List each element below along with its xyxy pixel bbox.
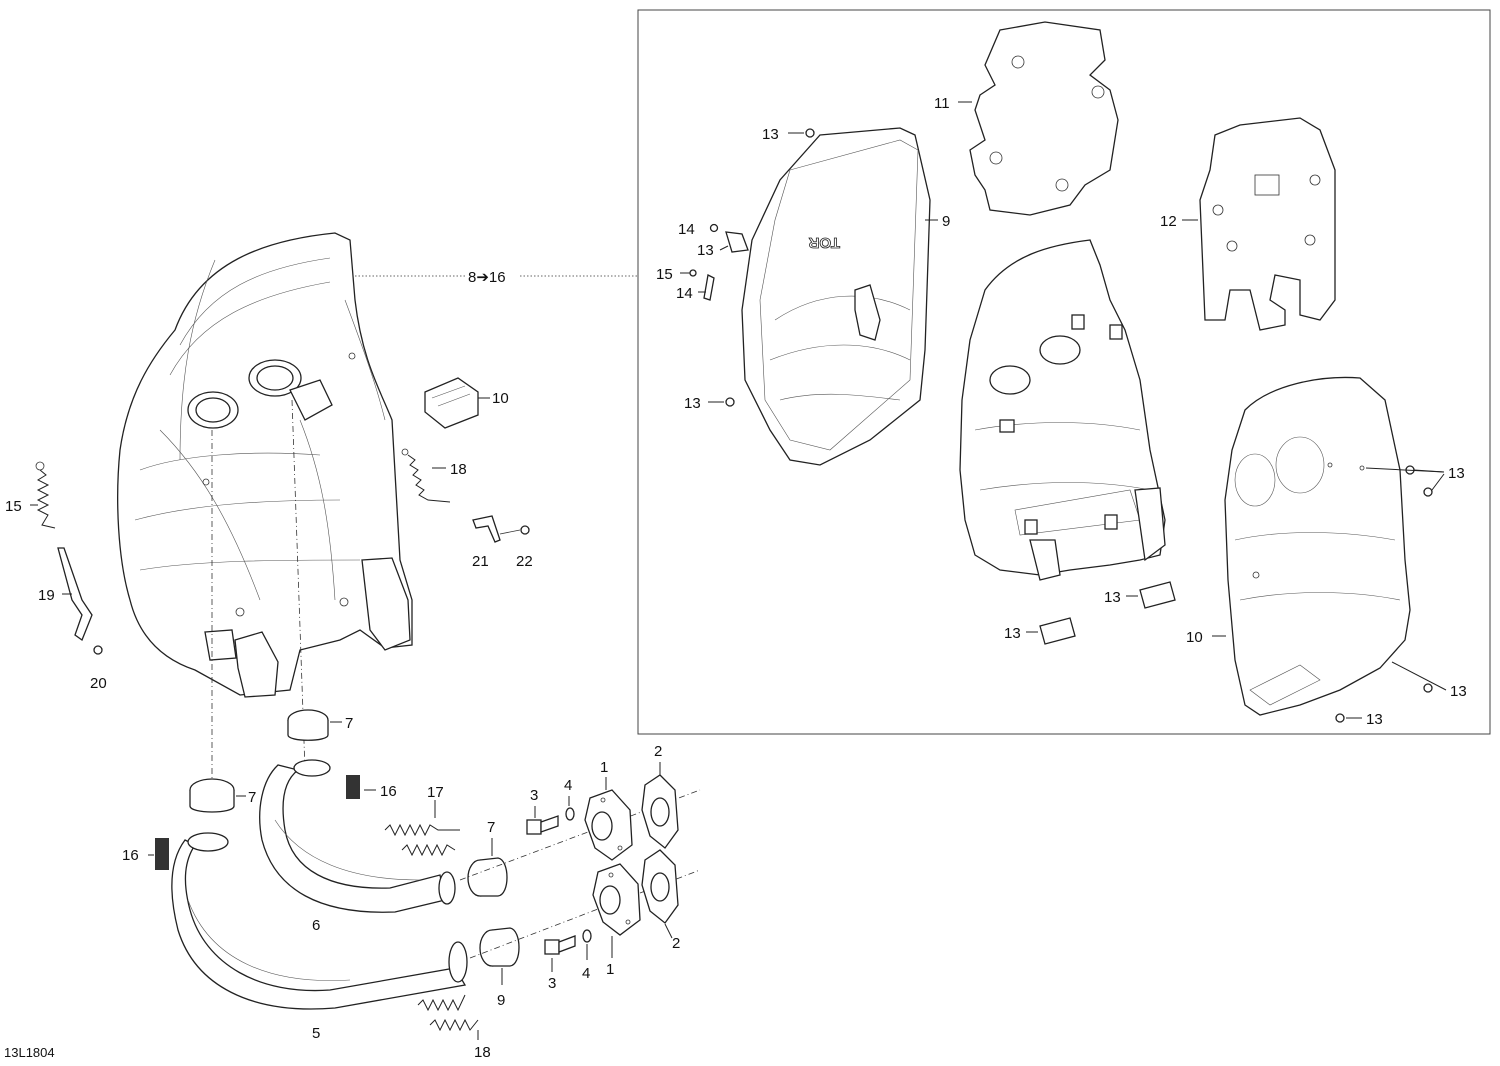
bracket-21 bbox=[472, 515, 501, 543]
callout-17: 10 bbox=[492, 390, 509, 407]
exhaust-pipe-5 bbox=[171, 832, 468, 1010]
callout-9: 9 bbox=[942, 213, 950, 230]
cover-9: TOR bbox=[741, 127, 931, 466]
callout-1b: 1 bbox=[606, 961, 614, 978]
nut-13a bbox=[805, 128, 815, 138]
springs-18-upper bbox=[384, 823, 460, 857]
rubber-block-17 bbox=[424, 377, 479, 429]
heat-shield-11 bbox=[969, 21, 1119, 216]
callout-15a: 14 bbox=[678, 221, 695, 238]
callout-18b: 16 bbox=[380, 783, 397, 800]
callout-3a: 3 bbox=[530, 787, 538, 804]
callout-1a: 1 bbox=[600, 759, 608, 776]
centerline bbox=[291, 399, 306, 771]
callout-4b: 4 bbox=[582, 965, 590, 982]
flange-1a bbox=[584, 789, 633, 861]
callout-8-16: 8➔16 bbox=[468, 269, 506, 286]
callout-7b: 7 bbox=[248, 789, 256, 806]
spring-18-compact bbox=[346, 775, 360, 799]
exhaust-pipe-6 bbox=[259, 759, 456, 913]
seal-ring-7a bbox=[287, 709, 329, 741]
leader-line bbox=[499, 529, 521, 535]
callout-7c: 7 bbox=[487, 819, 495, 836]
callout-2b: 2 bbox=[672, 935, 680, 952]
nut-13d bbox=[1423, 683, 1433, 693]
bolt-3b bbox=[544, 935, 576, 955]
callout-12: 12 bbox=[1160, 213, 1177, 230]
leader-line bbox=[1365, 467, 1445, 473]
centerline bbox=[469, 869, 701, 959]
nut-13e bbox=[1335, 713, 1345, 723]
block-16b bbox=[1039, 617, 1076, 645]
callout-5: 5 bbox=[312, 1025, 320, 1042]
callout-18d: 17 bbox=[427, 784, 444, 801]
callout-7a: 7 bbox=[345, 715, 353, 732]
svg-text:TOR: TOR bbox=[808, 234, 840, 251]
screw-15b bbox=[689, 269, 697, 277]
gasket-2a bbox=[641, 774, 679, 849]
screw-15a bbox=[709, 223, 719, 233]
callout-18-left: 15 bbox=[5, 498, 22, 515]
flange-1b bbox=[592, 863, 641, 936]
clip-14b bbox=[703, 274, 715, 301]
gasket-2b bbox=[641, 849, 679, 924]
callout-21: 21 bbox=[472, 553, 489, 570]
callout-13c: 13 bbox=[1448, 465, 1465, 482]
bolt-3a bbox=[526, 815, 559, 835]
callout-16b: 13 bbox=[1004, 625, 1021, 642]
leader-line bbox=[1391, 661, 1447, 691]
inset-frame bbox=[637, 9, 1491, 735]
cover-10 bbox=[1224, 376, 1411, 716]
callout-18e: 18 bbox=[474, 1044, 491, 1061]
callout-11: 11 bbox=[934, 95, 950, 112]
muffler-inner bbox=[959, 239, 1166, 581]
callout-10: 10 bbox=[1186, 629, 1203, 646]
nut-13b bbox=[725, 397, 735, 407]
callout-16a: 13 bbox=[1104, 589, 1121, 606]
springs-18-lower bbox=[417, 994, 479, 1032]
block-16a bbox=[1139, 581, 1176, 609]
callout-2a: 2 bbox=[654, 743, 662, 760]
clip-14a bbox=[725, 231, 749, 253]
callout-15b: 15 bbox=[656, 266, 673, 283]
callout-13e: 13 bbox=[1366, 711, 1383, 728]
callout-7d: 9 bbox=[497, 992, 505, 1009]
heat-shield-12 bbox=[1199, 117, 1336, 331]
callout-14a: 13 bbox=[697, 242, 714, 259]
nut-13c2 bbox=[1423, 487, 1433, 497]
callout-4a: 4 bbox=[564, 777, 572, 794]
callout-20: 20 bbox=[90, 675, 107, 692]
rod-19 bbox=[57, 547, 93, 642]
nut-22 bbox=[520, 525, 530, 535]
leader-line bbox=[664, 923, 673, 939]
callout-6: 6 bbox=[312, 917, 320, 934]
callout-13a: 13 bbox=[762, 126, 779, 143]
seal-ring-7c bbox=[467, 857, 508, 897]
seal-ring-7b bbox=[189, 778, 235, 813]
washer-4b bbox=[582, 929, 592, 943]
callout-14b: 14 bbox=[676, 285, 693, 302]
callout-18: 18 bbox=[450, 461, 467, 478]
spring-18-compact-left bbox=[155, 838, 169, 870]
callout-3b: 3 bbox=[548, 975, 556, 992]
leader-line bbox=[1431, 473, 1445, 491]
callout-13d: 13 bbox=[1450, 683, 1467, 700]
muffler-assembly bbox=[117, 232, 413, 698]
leader-line bbox=[719, 245, 729, 251]
spring-18 bbox=[401, 448, 451, 503]
callout-19: 19 bbox=[38, 587, 55, 604]
callout-22: 22 bbox=[516, 553, 533, 570]
nut-20 bbox=[93, 645, 103, 655]
washer-4a bbox=[565, 807, 575, 821]
callout-13b: 13 bbox=[684, 395, 701, 412]
spring-18-left bbox=[35, 461, 56, 529]
callout-18c: 16 bbox=[122, 847, 139, 864]
seal-ring-7d bbox=[479, 927, 520, 967]
diagram-code: 13L1804 bbox=[4, 1045, 55, 1060]
